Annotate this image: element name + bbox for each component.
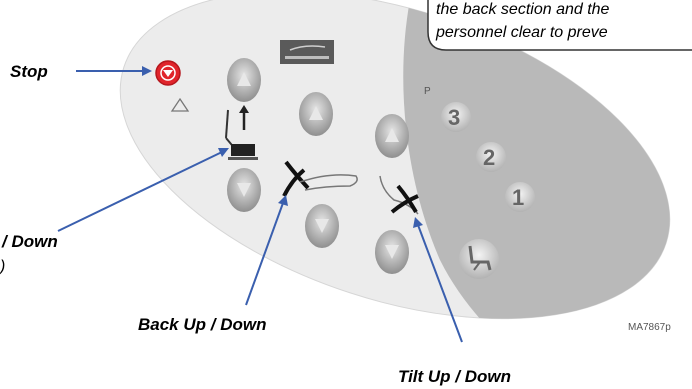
preset-2-button[interactable]: 2 bbox=[476, 142, 506, 172]
preset-3-button[interactable]: 3 bbox=[441, 102, 471, 132]
back-up-button[interactable] bbox=[299, 92, 333, 136]
tilt-down-button[interactable] bbox=[375, 230, 409, 274]
note-line-1: the back section and the bbox=[436, 1, 610, 18]
note-line-2: personnel clear to preve bbox=[435, 24, 608, 41]
note-box: the back section and the personnel clear… bbox=[428, 0, 692, 50]
back-down-button[interactable] bbox=[305, 204, 339, 248]
tilt-up-down-label: Tilt Up / Down bbox=[398, 367, 511, 386]
stop-button[interactable] bbox=[156, 61, 180, 85]
stop-label: Stop bbox=[10, 62, 48, 81]
brand-logo-icon bbox=[280, 40, 334, 64]
back-up-down-label: Back Up / Down bbox=[138, 315, 266, 334]
base-paren-label: ) bbox=[0, 258, 5, 275]
figure-code: MA7867p bbox=[628, 322, 671, 333]
preset-marker: P bbox=[424, 86, 431, 97]
preset-1-button[interactable]: 1 bbox=[505, 182, 535, 212]
preset-3-label: 3 bbox=[448, 105, 460, 130]
preset-2-label: 2 bbox=[483, 145, 495, 170]
base-up-down-label: / Down bbox=[1, 232, 58, 251]
chair-position-button[interactable] bbox=[459, 239, 499, 279]
preset-1-label: 1 bbox=[512, 185, 524, 210]
tilt-up-button[interactable] bbox=[375, 114, 409, 158]
base-down-button[interactable] bbox=[227, 168, 261, 212]
base-up-button[interactable] bbox=[227, 58, 261, 102]
